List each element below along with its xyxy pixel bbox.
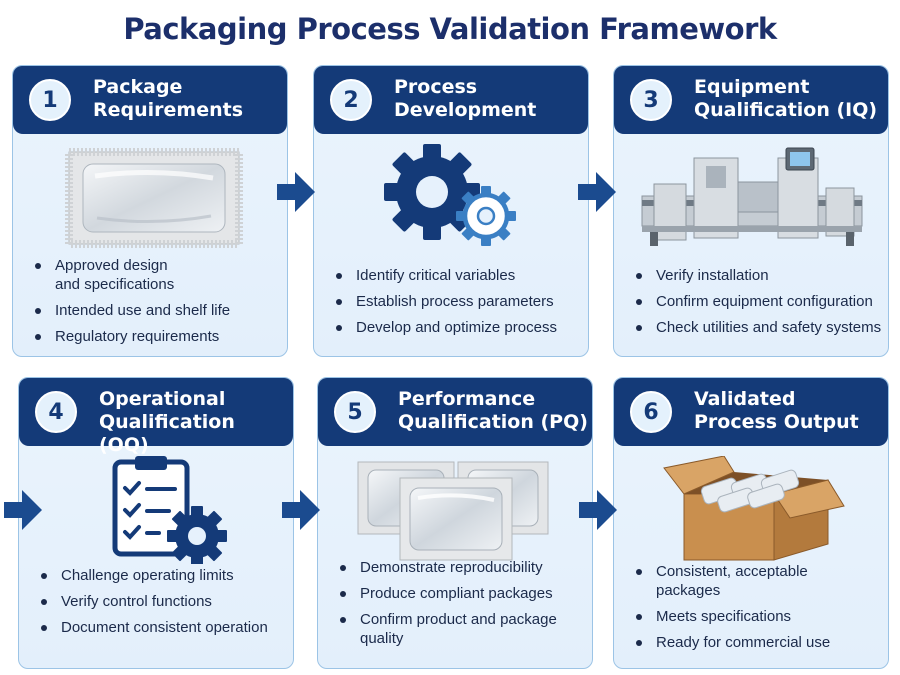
step-title: Equipment Qualification (IQ)	[694, 76, 884, 122]
step-number: 5	[334, 391, 376, 433]
list-item: Regulatory requirements	[35, 327, 281, 346]
step-title-line1: Operational	[99, 388, 226, 410]
step-card-2: 2 Process Development	[313, 65, 589, 357]
step-number: 1	[29, 79, 71, 121]
page-title: Packaging Process Validation Framework	[123, 12, 777, 46]
step-title: Process Development	[394, 76, 584, 122]
list-item: Ready for commercial use	[636, 633, 882, 652]
list-item: Demonstrate reproducibility	[340, 558, 586, 577]
list-item: Develop and optimize process	[336, 318, 582, 337]
step-card-5: 5 Performance Qualification (PQ)	[317, 377, 593, 669]
step-number: 3	[630, 79, 672, 121]
arrow-right-icon	[579, 490, 617, 530]
arrow-right-icon	[277, 172, 315, 212]
list-item: Meets specifications	[636, 607, 882, 626]
list-item: Document consistent operation	[41, 618, 287, 637]
step-title: Performance Qualification (PQ)	[398, 388, 588, 434]
step-title: Package Requirements	[93, 76, 283, 122]
step-title-line1: Package	[93, 76, 183, 98]
shipping-box-icon	[614, 455, 888, 564]
packaging-machine-icon	[614, 144, 888, 252]
gears-icon	[314, 144, 588, 252]
step-number: 6	[630, 391, 672, 433]
list-item: Verify control functions	[41, 592, 287, 611]
list-item: Intended use and shelf life	[35, 301, 281, 320]
step-header: 6 Validated Process Output	[614, 378, 888, 446]
step-card-6: 6 Validated Process Output Consistent, a…	[613, 377, 889, 669]
step-title-line2: Development	[394, 99, 537, 121]
step-title-line2: Qualification (IQ)	[694, 99, 878, 121]
step-title-line1: Performance	[398, 388, 536, 410]
list-item: Produce compliant packages	[340, 584, 586, 603]
step-header: 4 Operational Qualification (OQ)	[19, 378, 293, 456]
arrow-right-icon	[578, 172, 616, 212]
list-item: Check utilities and safety systems	[636, 318, 882, 337]
list-item: Verify installation	[636, 266, 882, 285]
step-number: 4	[35, 391, 77, 433]
step-title: Validated Process Output	[694, 388, 884, 434]
step-title: Operational Qualification (OQ)	[99, 388, 289, 457]
arrow-right-icon	[282, 490, 320, 530]
step-card-3: 3 Equipment Qualification (IQ) Verify in…	[613, 65, 889, 357]
step-title-line1: Process	[394, 76, 478, 98]
step-card-4: 4 Operational Qualification (OQ)	[18, 377, 294, 669]
step-title-line2: Requirements	[93, 99, 244, 121]
step-title-line2: Process Output	[694, 411, 859, 433]
step-header: 1 Package Requirements	[13, 66, 287, 134]
step-header: 3 Equipment Qualification (IQ)	[614, 66, 888, 134]
step-title-line2: Qualification (OQ)	[99, 411, 235, 456]
list-item: Establish process parameters	[336, 292, 582, 311]
step-number: 2	[330, 79, 372, 121]
sealed-pouch-icon	[13, 144, 287, 252]
step-title-line1: Validated	[694, 388, 796, 410]
arrow-right-icon	[4, 490, 42, 530]
list-item: Identify critical variables	[336, 266, 582, 285]
step-title-line2: Qualification (PQ)	[398, 411, 588, 433]
step-header: 5 Performance Qualification (PQ)	[318, 378, 592, 446]
pouches-icon	[318, 456, 592, 564]
checklist-gear-icon	[19, 456, 293, 566]
list-item: Challenge operating limits	[41, 566, 287, 585]
step-header: 2 Process Development	[314, 66, 588, 134]
list-item: Confirm equipment configuration	[636, 292, 882, 311]
step-title-line1: Equipment	[694, 76, 810, 98]
